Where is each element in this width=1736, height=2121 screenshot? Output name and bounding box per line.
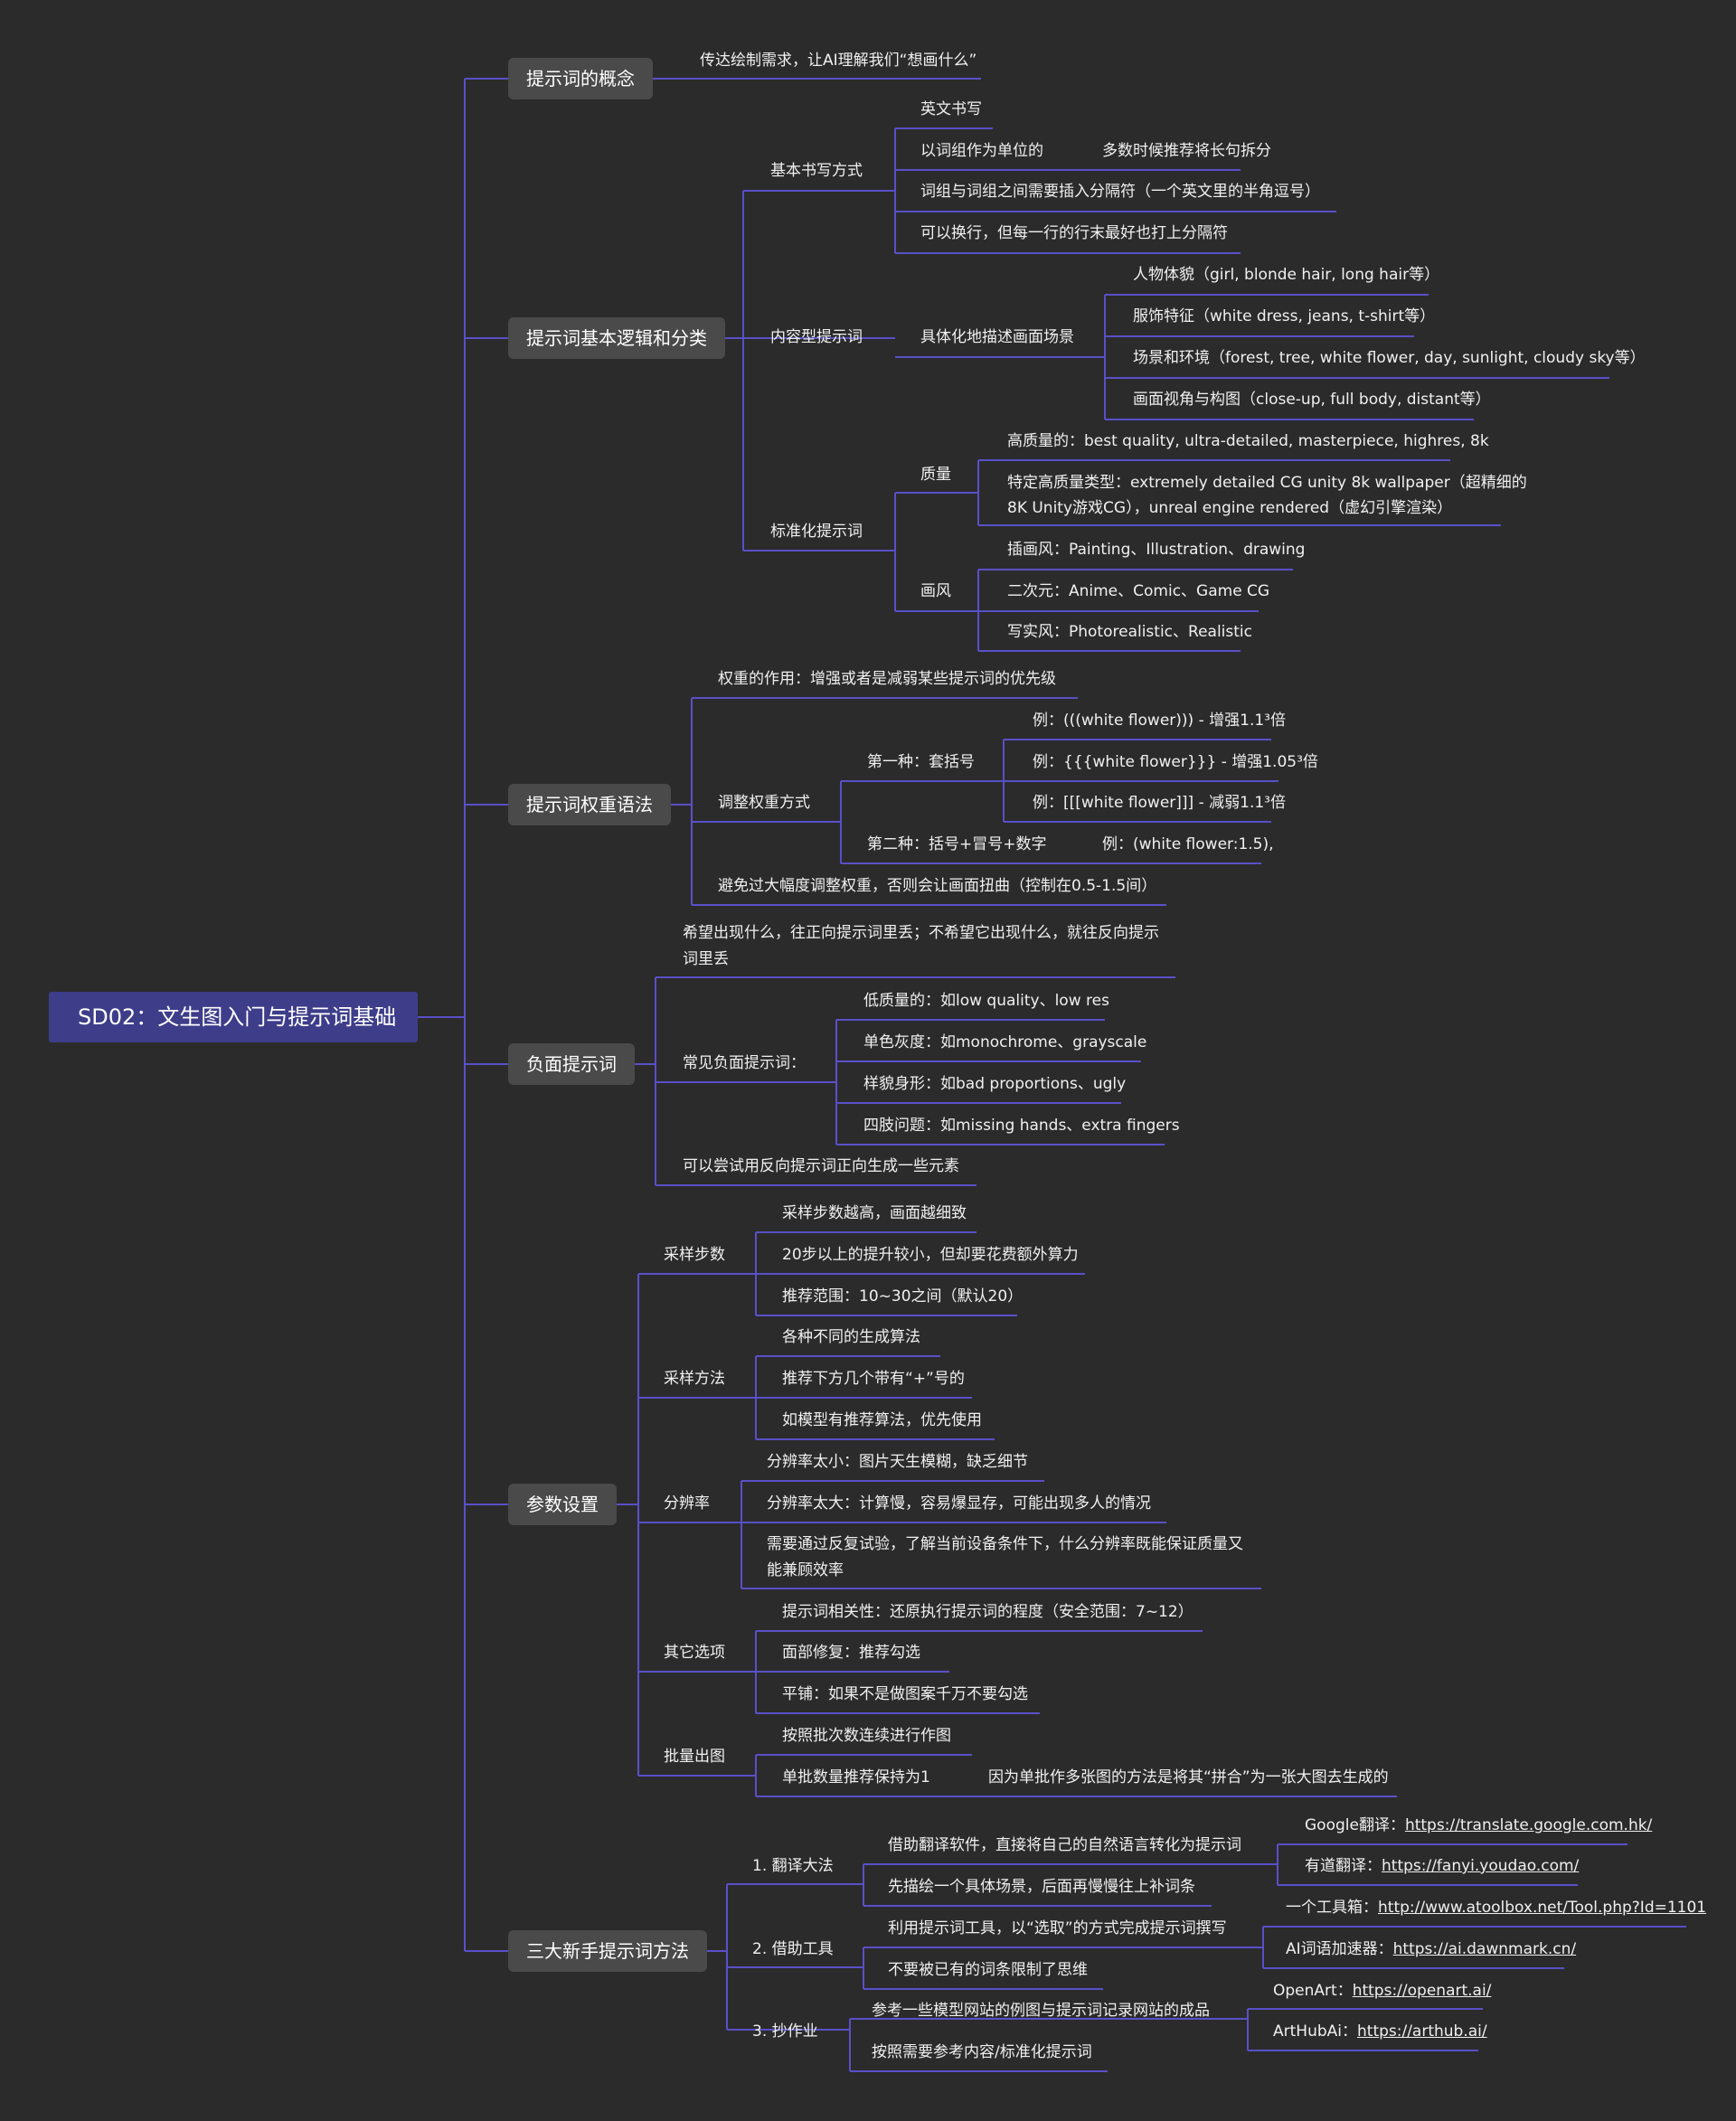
content-item[interactable]: 场景和环境（forest, tree, white flower, day, s…	[1133, 349, 1646, 367]
basic-item[interactable]: 以词组作为单位的	[920, 142, 1043, 160]
weight-adjust-label[interactable]: 调整权重方式	[718, 794, 810, 812]
link-url[interactable]: https://openart.ai/	[1352, 1982, 1492, 2000]
negative-item[interactable]: 单色灰度：如monochrome、grayscale	[863, 1033, 1147, 1051]
negative-tip[interactable]: 可以尝试用反向提示词正向生成一些元素	[683, 1157, 959, 1175]
params-resolution-label[interactable]: 分辨率	[664, 1494, 710, 1513]
method-item[interactable]: 按照需要参考内容/标准化提示词	[872, 2043, 1092, 2061]
params-item[interactable]: 分辨率太大：计算慢，容易爆显存，可能出现多人的情况	[767, 1494, 1151, 1513]
content-prompt-label[interactable]: 内容型提示词	[770, 328, 863, 346]
link-url[interactable]: https://ai.dawnmark.cn/	[1392, 1940, 1577, 1958]
negative-item[interactable]: 低质量的：如low quality、low res	[863, 992, 1109, 1010]
method-translate-label[interactable]: 1. 翻译大法	[752, 1857, 834, 1875]
basic-item[interactable]: 英文书写	[920, 100, 982, 118]
method-copy-label[interactable]: 3. 抄作业	[752, 2022, 818, 2041]
basic-writing-label[interactable]: 基本书写方式	[770, 162, 863, 180]
params-item[interactable]: 推荐下方几个带有“+”号的	[782, 1370, 965, 1388]
style-item[interactable]: 插画风：Painting、Illustration、drawing	[1007, 541, 1306, 559]
method-item[interactable]: 不要被已有的词条限制了思维	[888, 1961, 1088, 1979]
link-prefix: ArtHubAi：	[1273, 2022, 1357, 2041]
params-item[interactable]: 能兼顾效率	[767, 1561, 844, 1579]
params-batch-label[interactable]: 批量出图	[664, 1748, 725, 1766]
style-item[interactable]: 二次元：Anime、Comic、Game CG	[1007, 582, 1270, 600]
weight-second-label[interactable]: 第二种：括号+冒号+数字	[867, 835, 1047, 853]
params-sampler-label[interactable]: 采样方法	[664, 1370, 725, 1388]
weight-first-item[interactable]: 例：(((white flower))) - 增强1.1³倍	[1033, 712, 1286, 730]
link-url[interactable]: https://fanyi.youdao.com/	[1382, 1857, 1580, 1875]
concept-desc[interactable]: 传达绘制需求，让AI理解我们“想画什么”	[700, 52, 977, 70]
params-steps-label[interactable]: 采样步数	[664, 1246, 725, 1264]
weight-second-example[interactable]: 例：(white flower:1.5),	[1102, 835, 1274, 853]
content-sub[interactable]: 具体化地描述画面场景	[920, 328, 1074, 346]
quality-item[interactable]: 特定高质量类型：extremely detailed CG unity 8k w…	[1007, 474, 1527, 492]
params-item[interactable]: 面部修复：推荐勾选	[782, 1644, 920, 1662]
link-prefix: 有道翻译：	[1305, 1857, 1382, 1875]
negative-desc[interactable]: 词里丢	[683, 950, 729, 968]
topic-logic[interactable]: 提示词基本逻辑和分类	[508, 317, 725, 359]
link-dawnmark[interactable]: AI词语加速器：https://ai.dawnmark.cn/	[1286, 1937, 1576, 1963]
params-item[interactable]: 各种不同的生成算法	[782, 1328, 920, 1346]
quality-item[interactable]: 8K Unity游戏CG），unreal engine rendered（虚幻引…	[1007, 499, 1453, 517]
content-item[interactable]: 画面视角与构图（close-up, full body, distant等）	[1133, 391, 1491, 409]
negative-common-label[interactable]: 常见负面提示词：	[683, 1054, 806, 1072]
negative-item[interactable]: 样貌身形：如bad proportions、ugly	[863, 1075, 1127, 1093]
topic-methods[interactable]: 三大新手提示词方法	[508, 1930, 707, 1972]
params-item[interactable]: 推荐范围：10~30之间（默认20）	[782, 1287, 1024, 1306]
method-tools-label[interactable]: 2. 借助工具	[752, 1940, 834, 1958]
link-prefix: Google翻译：	[1305, 1816, 1405, 1834]
style-item[interactable]: 写实风：Photorealistic、Realistic	[1007, 623, 1252, 641]
link-prefix: 一个工具箱：	[1286, 1899, 1378, 1917]
method-item[interactable]: 参考一些模型网站的例图与提示词记录网站的成品	[872, 2002, 1210, 2020]
method-item[interactable]: 借助翻译软件，直接将自己的自然语言转化为提示词	[888, 1836, 1241, 1854]
topic-weight[interactable]: 提示词权重语法	[508, 784, 671, 825]
params-batch-note[interactable]: 因为单批作多张图的方法是将其“拼合”为一张大图去生成的	[988, 1768, 1389, 1786]
link-url[interactable]: https://arthub.ai/	[1357, 2022, 1487, 2041]
params-item[interactable]: 需要通过反复试验，了解当前设备条件下，什么分辨率既能保证质量又	[767, 1535, 1243, 1553]
params-item[interactable]: 分辨率太小：图片天生模糊，缺乏细节	[767, 1453, 1028, 1471]
method-item[interactable]: 先描绘一个具体场景，后面再慢慢往上补词条	[888, 1878, 1195, 1896]
link-youdao[interactable]: 有道翻译：https://fanyi.youdao.com/	[1305, 1853, 1579, 1880]
method-item[interactable]: 利用提示词工具，以“选取”的方式完成提示词撰写	[888, 1919, 1227, 1937]
negative-item[interactable]: 四肢问题：如missing hands、extra fingers	[863, 1117, 1180, 1135]
params-item[interactable]: 20步以上的提升较小，但却要花费额外算力	[782, 1246, 1079, 1264]
negative-desc[interactable]: 希望出现什么，往正向提示词里丢；不希望它出现什么，就往反向提示	[683, 924, 1159, 942]
params-item[interactable]: 平铺：如果不是做图案千万不要勾选	[782, 1685, 1028, 1703]
weight-avoid[interactable]: 避免过大幅度调整权重，否则会让画面扭曲（控制在0.5-1.5间）	[718, 877, 1157, 895]
link-prefix: OpenArt：	[1273, 1982, 1353, 2000]
params-item[interactable]: 按照批次数连续进行作图	[782, 1727, 951, 1745]
topic-negative[interactable]: 负面提示词	[508, 1043, 635, 1085]
link-url[interactable]: https://translate.google.com.hk/	[1404, 1816, 1653, 1834]
content-item[interactable]: 人物体貌（girl, blonde hair, long hair等）	[1133, 266, 1440, 284]
quality-item[interactable]: 高质量的：best quality, ultra-detailed, maste…	[1007, 432, 1489, 450]
basic-note[interactable]: 多数时候推荐将长句拆分	[1102, 142, 1271, 160]
params-item[interactable]: 如模型有推荐算法，优先使用	[782, 1411, 982, 1429]
basic-item[interactable]: 可以换行，但每一行的行末最好也打上分隔符	[920, 224, 1228, 242]
weight-first-item[interactable]: 例：[[[white flower]]] - 减弱1.1³倍	[1033, 794, 1286, 812]
standard-prompt-label[interactable]: 标准化提示词	[770, 523, 863, 541]
link-openart[interactable]: OpenArt：https://openart.ai/	[1273, 1978, 1491, 2004]
link-atoolbox[interactable]: 一个工具箱：http://www.atoolbox.net/Tool.php?I…	[1286, 1895, 1706, 1921]
params-other-label[interactable]: 其它选项	[664, 1644, 725, 1662]
params-item[interactable]: 提示词相关性：还原执行提示词的程度（安全范围：7~12）	[782, 1603, 1194, 1621]
link-url[interactable]: http://www.atoolbox.net/Tool.php?Id=1101	[1378, 1899, 1707, 1917]
topic-params[interactable]: 参数设置	[508, 1484, 617, 1525]
link-google-translate[interactable]: Google翻译：https://translate.google.com.hk…	[1305, 1813, 1652, 1839]
basic-item[interactable]: 词组与词组之间需要插入分隔符（一个英文里的半角逗号）	[920, 183, 1320, 201]
weight-first-item[interactable]: 例：{{{white flower}}} - 增强1.05³倍	[1033, 753, 1318, 771]
weight-first-label[interactable]: 第一种：套括号	[867, 753, 975, 771]
style-label[interactable]: 画风	[920, 582, 951, 600]
weight-role[interactable]: 权重的作用：增强或者是减弱某些提示词的优先级	[718, 670, 1056, 688]
topic-concept[interactable]: 提示词的概念	[508, 58, 653, 99]
quality-label[interactable]: 质量	[920, 466, 951, 484]
link-arthub[interactable]: ArtHubAi：https://arthub.ai/	[1273, 2019, 1487, 2045]
params-item[interactable]: 采样步数越高，画面越细致	[782, 1204, 967, 1222]
link-prefix: AI词语加速器：	[1286, 1940, 1393, 1958]
content-item[interactable]: 服饰特征（white dress, jeans, t-shirt等）	[1133, 307, 1436, 325]
root-node[interactable]: SD02：文生图入门与提示词基础	[49, 992, 418, 1042]
params-item[interactable]: 单批数量推荐保持为1	[782, 1768, 930, 1786]
